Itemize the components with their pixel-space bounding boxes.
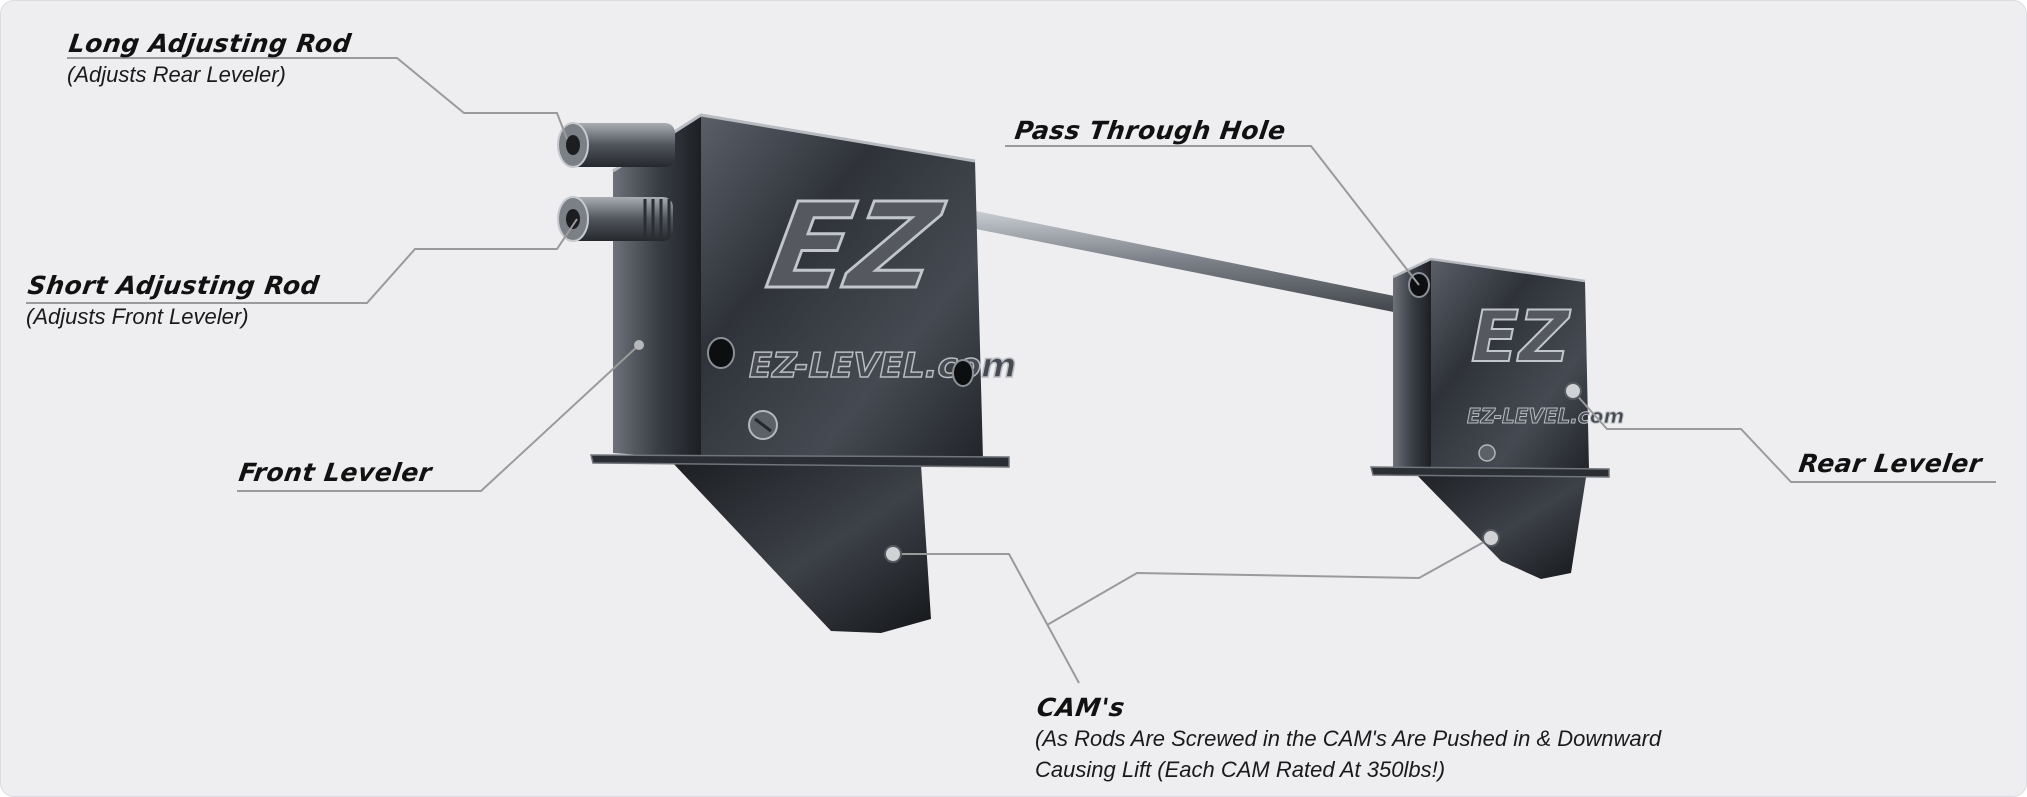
label-front-leveler: Front Leveler: [237, 458, 434, 487]
front-leveler-body: EZ EZ-LEVEL.com: [590, 113, 1017, 633]
leader-front-leveler: [237, 344, 640, 492]
cams-description-line2: Causing Lift (Each CAM Rated At 350lbs!): [1035, 757, 1446, 782]
rear-leveler-title: Rear Leveler: [1797, 449, 1984, 478]
rear-flange: [1370, 466, 1610, 478]
long-rod-tube: [567, 123, 675, 167]
leader-rear-leveler: [1572, 390, 1996, 483]
rear-leveler-body: EZ EZ-LEVEL.com: [1370, 257, 1625, 579]
front-ez-logo: EZ: [758, 179, 951, 316]
short-rod-title: Short Adjusting Rod: [26, 271, 322, 300]
front-screw-slot: [754, 417, 772, 433]
leader-short-rod: [26, 218, 578, 304]
label-rear-leveler: Rear Leveler: [1797, 449, 1984, 478]
leader-pass-hole: [1005, 145, 1420, 286]
front-leveler-title: Front Leveler: [237, 458, 434, 487]
front-hole-right: [952, 359, 974, 387]
long-rod-title: Long Adjusting Rod: [67, 29, 354, 58]
rear-screw-icon: [1478, 444, 1496, 462]
label-long-adjusting-rod: Long Adjusting Rod (Adjusts Rear Leveler…: [67, 29, 353, 88]
short-rod-thread: [643, 199, 671, 239]
pass-hole-title: Pass Through Hole: [1013, 116, 1288, 145]
front-flange: [590, 454, 1010, 468]
cams-title: CAM's: [1035, 693, 1127, 722]
front-face-plate: [701, 115, 983, 459]
long-rod-subtitle: (Adjusts Rear Leveler): [67, 62, 286, 87]
front-cam-shape: [671, 461, 931, 633]
rear-face-plate: [1431, 259, 1589, 469]
dot-front-leveler: [634, 340, 644, 350]
leader-cam-front: [893, 553, 1080, 684]
adjusting-rod-tubes: [557, 122, 675, 242]
leader-lines: [26, 57, 1996, 684]
short-rod-end-hole: [566, 209, 580, 229]
rear-cam-shape: [1411, 469, 1587, 579]
rear-ez-logo: EZ: [1471, 296, 1571, 378]
label-pass-through-hole: Pass Through Hole: [1013, 116, 1288, 145]
rear-site-text: EZ-LEVEL.com: [1467, 404, 1624, 428]
leader-long-rod: [67, 57, 568, 140]
front-site-text: EZ-LEVEL.com: [749, 346, 1016, 386]
connecting-rod: [976, 211, 1429, 319]
rear-side-plate: [1393, 259, 1431, 469]
label-short-adjusting-rod: Short Adjusting Rod (Adjusts Front Level…: [26, 271, 321, 330]
rear-top-edge: [1392, 257, 1586, 283]
long-rod-end-hole: [566, 135, 580, 155]
callout-dots: [634, 340, 1582, 563]
short-rod-subtitle: (Adjusts Front Leveler): [26, 304, 249, 329]
cams-description-line1: (As Rods Are Screwed in the CAM's Are Pu…: [1035, 726, 1662, 751]
dot-rear-cam: [1482, 529, 1500, 547]
dot-front-cam: [884, 545, 902, 563]
front-hole-left: [707, 337, 735, 369]
label-cams: CAM's (As Rods Are Screwed in the CAM's …: [1035, 693, 1661, 784]
dot-rear-leveler: [1564, 382, 1582, 400]
rod-body: [976, 211, 1429, 319]
leader-cam-rear: [1046, 537, 1492, 626]
